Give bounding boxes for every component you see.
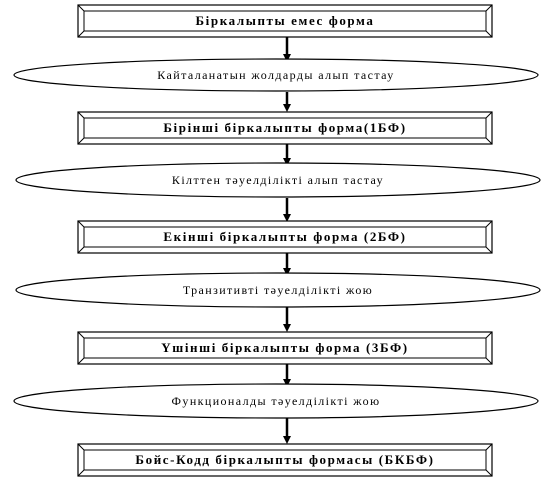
step-label: Транзитивті тәуелділікті жою bbox=[183, 283, 373, 297]
step-label: Кілттен тәуелділікті алып тастау bbox=[172, 173, 384, 187]
step-oval-0: Кайталанатын жолдарды алып тастау bbox=[13, 58, 539, 92]
step-oval-2: Транзитивті тәуелділікті жою bbox=[15, 272, 541, 308]
form-box-3: Үшінші біркалыпты форма (3БФ) bbox=[77, 331, 493, 365]
step-oval-1: Кілттен тәуелділікті алып тастау bbox=[15, 162, 541, 198]
step-label: Функционалды тәуелділікті жою bbox=[172, 394, 381, 408]
form-box-2: Екінші біркалыпты форма (2БФ) bbox=[77, 220, 493, 254]
form-label: Бойс-Кодд біркалыпты формасы (БКБФ) bbox=[135, 452, 434, 467]
form-label: Бірінші біркалыпты форма(1БФ) bbox=[163, 120, 406, 135]
form-box-1: Бірінші біркалыпты форма(1БФ) bbox=[77, 111, 493, 145]
form-label: Екінші біркалыпты форма (2БФ) bbox=[163, 229, 406, 244]
form-label: Біркалыпты емес форма bbox=[195, 13, 374, 28]
step-label: Кайталанатын жолдарды алып тастау bbox=[157, 68, 394, 82]
form-box-0: Біркалыпты емес форма bbox=[77, 4, 493, 38]
form-box-4: Бойс-Кодд біркалыпты формасы (БКБФ) bbox=[77, 443, 493, 477]
form-label: Үшінші біркалыпты форма (3БФ) bbox=[161, 340, 408, 355]
step-oval-3: Функционалды тәуелділікті жою bbox=[13, 383, 539, 419]
